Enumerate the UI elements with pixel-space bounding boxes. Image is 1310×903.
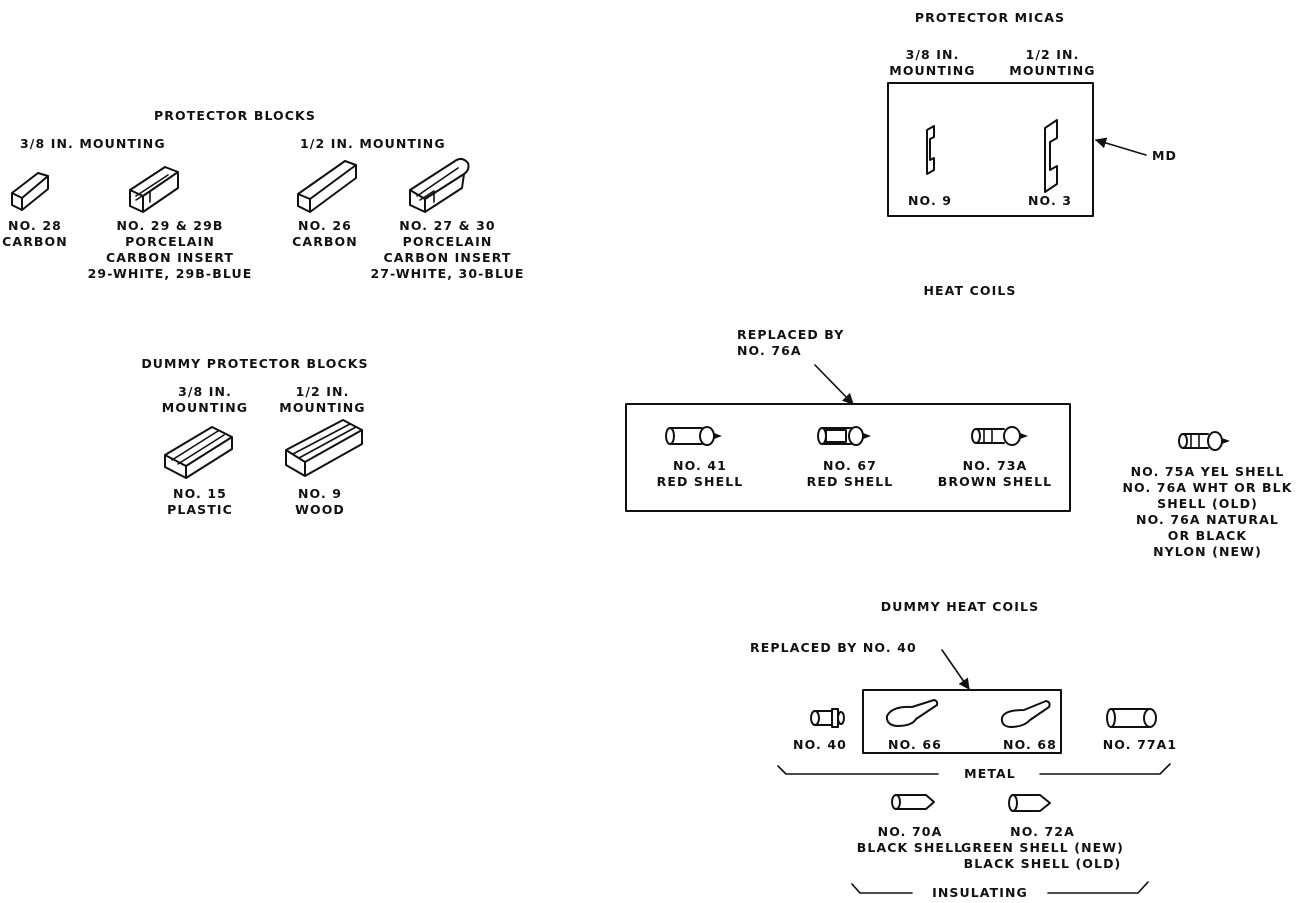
dummy-coil-77a1-label: NO. 77A1: [1102, 737, 1178, 752]
heat-coil-67-icon: [817, 426, 871, 446]
dummy-blocks-mount-12: 1/2 IN. MOUNTING: [279, 384, 366, 415]
heat-coil-73a-icon: [971, 426, 1028, 446]
porcelain-block-29-icon: [129, 166, 179, 213]
porcelain-block-27-icon: [409, 157, 470, 213]
dummy-protector-blocks-title: DUMMY PROTECTOR BLOCKS: [141, 356, 369, 371]
wood-dummy-block-9-icon: [285, 419, 363, 477]
protector-blocks-mount-12: 1/2 IN. MOUNTING: [300, 136, 446, 151]
metal-bracket-right: [1039, 763, 1171, 775]
heat-coil-73a-label: NO. 73A BROWN SHELL: [937, 458, 1053, 489]
micas-frame: [887, 82, 1094, 217]
heat-coils-replaced-note: REPLACED BY NO. 76A: [737, 327, 845, 358]
mica-no3-label: NO. 3: [1027, 193, 1073, 208]
protector-block-29-label: NO. 29 & 29B PORCELAIN CARBON INSERT 29-…: [87, 218, 253, 281]
mica-no9-icon: [926, 125, 935, 175]
dummy-coil-70a-label: NO. 70A BLACK SHELL: [856, 824, 964, 855]
micas-mount-38: 3/8 IN. MOUNTING: [889, 47, 976, 78]
carbon-block-26-icon: [297, 160, 357, 213]
heat-coil-67-label: NO. 67 RED SHELL: [806, 458, 894, 489]
metal-bracket-left: [777, 765, 939, 775]
insulating-bracket-right: [1047, 881, 1149, 894]
heat-coil-41-label: NO. 41 RED SHELL: [656, 458, 744, 489]
heat-coils-title: HEAT COILS: [923, 283, 1017, 298]
mica-no9-label: NO. 9: [907, 193, 953, 208]
dummy-coil-68-label: NO. 68: [1003, 737, 1057, 752]
dummy-coil-40-icon: [810, 708, 845, 728]
heat-coils-callout-line: [814, 364, 854, 405]
dummy-block-9-label: NO. 9 WOOD: [295, 486, 345, 517]
protector-block-28-label: NO. 28 CARBON: [2, 218, 68, 249]
dummy-coil-66-label: NO. 66: [888, 737, 942, 752]
dummy-coil-66-icon: [885, 699, 939, 727]
dummy-heat-coils-title: DUMMY HEAT COILS: [880, 599, 1040, 614]
dummy-coils-frame: [862, 689, 1062, 754]
insulating-bracket-left: [851, 883, 913, 894]
insulating-group-label: INSULATING: [932, 885, 1028, 900]
dummy-block-15-label: NO. 15 PLASTIC: [167, 486, 233, 517]
protector-micas-title: PROTECTOR MICAS: [914, 10, 1066, 25]
heat-coil-75a-76a-label: NO. 75A YEL SHELL NO. 76A WHT OR BLK SHE…: [1122, 464, 1293, 559]
dummy-coil-77a1-icon: [1106, 708, 1157, 728]
dummy-coils-replaced-note: REPLACED BY NO. 40: [750, 640, 917, 655]
carbon-block-28-icon: [11, 172, 49, 211]
heat-coil-41-icon: [665, 426, 722, 446]
dummy-blocks-mount-38: 3/8 IN. MOUNTING: [161, 384, 249, 415]
dummy-coil-40-label: NO. 40: [793, 737, 847, 752]
protector-block-27-label: NO. 27 & 30 PORCELAIN CARBON INSERT 27-W…: [370, 218, 525, 281]
heat-coil-75a-76a-icon: [1178, 431, 1230, 451]
protector-block-26-label: NO. 26 CARBON: [292, 218, 358, 249]
dummy-coil-68-icon: [1000, 700, 1051, 728]
plastic-dummy-block-15-icon: [164, 426, 233, 479]
dummy-coil-70a-icon: [891, 794, 935, 810]
dummy-coil-72a-icon: [1008, 794, 1051, 812]
protector-blocks-mount-38: 3/8 IN. MOUNTING: [20, 136, 166, 151]
metal-group-label: METAL: [964, 766, 1016, 781]
md-callout-label: MD: [1152, 148, 1178, 163]
dummy-coil-72a-label: NO. 72A GREEN SHELL (NEW) BLACK SHELL (O…: [961, 824, 1124, 871]
micas-mount-12: 1/2 IN. MOUNTING: [1009, 47, 1096, 78]
mica-no3-icon: [1044, 119, 1058, 193]
dummy-coils-callout-line: [941, 649, 970, 690]
protector-blocks-title: PROTECTOR BLOCKS: [154, 108, 316, 123]
md-callout-line: [1094, 137, 1147, 156]
